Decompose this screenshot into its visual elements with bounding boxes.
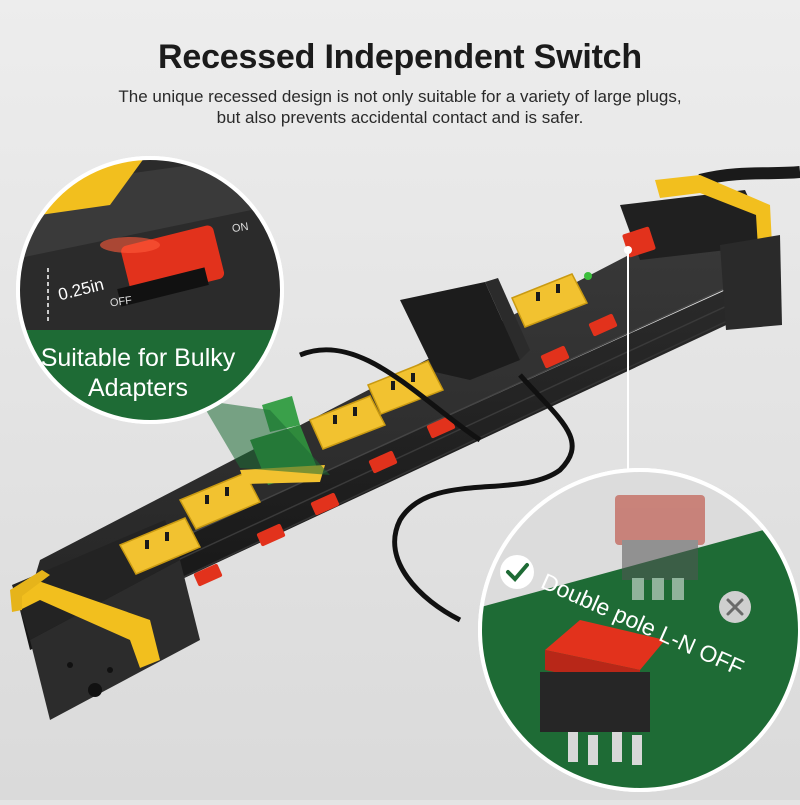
power-cord <box>698 166 800 186</box>
bracket-right <box>655 175 772 248</box>
strip-side <box>20 270 780 650</box>
power-adapter <box>400 282 520 380</box>
subtitle-line-2: but also prevents accidental contact and… <box>216 108 584 127</box>
end-cap <box>30 560 200 720</box>
bulky-adapters-label: Suitable for Bulky Adapters <box>28 343 248 403</box>
bulky-label-line-2: Adapters <box>87 374 189 402</box>
zoom-callout-left <box>16 156 284 424</box>
page-subtitle: The unique recessed design is not only s… <box>0 86 800 128</box>
subtitle-line-1: The unique recessed design is not only s… <box>118 87 682 106</box>
switch-on-label: ON <box>231 220 250 236</box>
bulky-label-line-1: Suitable for Bulky <box>40 344 236 372</box>
check-icon <box>500 555 534 589</box>
zoom-callout-right <box>478 468 800 792</box>
page-title: Recessed Independent Switch <box>158 38 642 76</box>
outlets <box>118 273 589 575</box>
outlet-switches <box>193 313 618 587</box>
close-icon <box>719 591 751 623</box>
bracket-left <box>12 578 160 668</box>
